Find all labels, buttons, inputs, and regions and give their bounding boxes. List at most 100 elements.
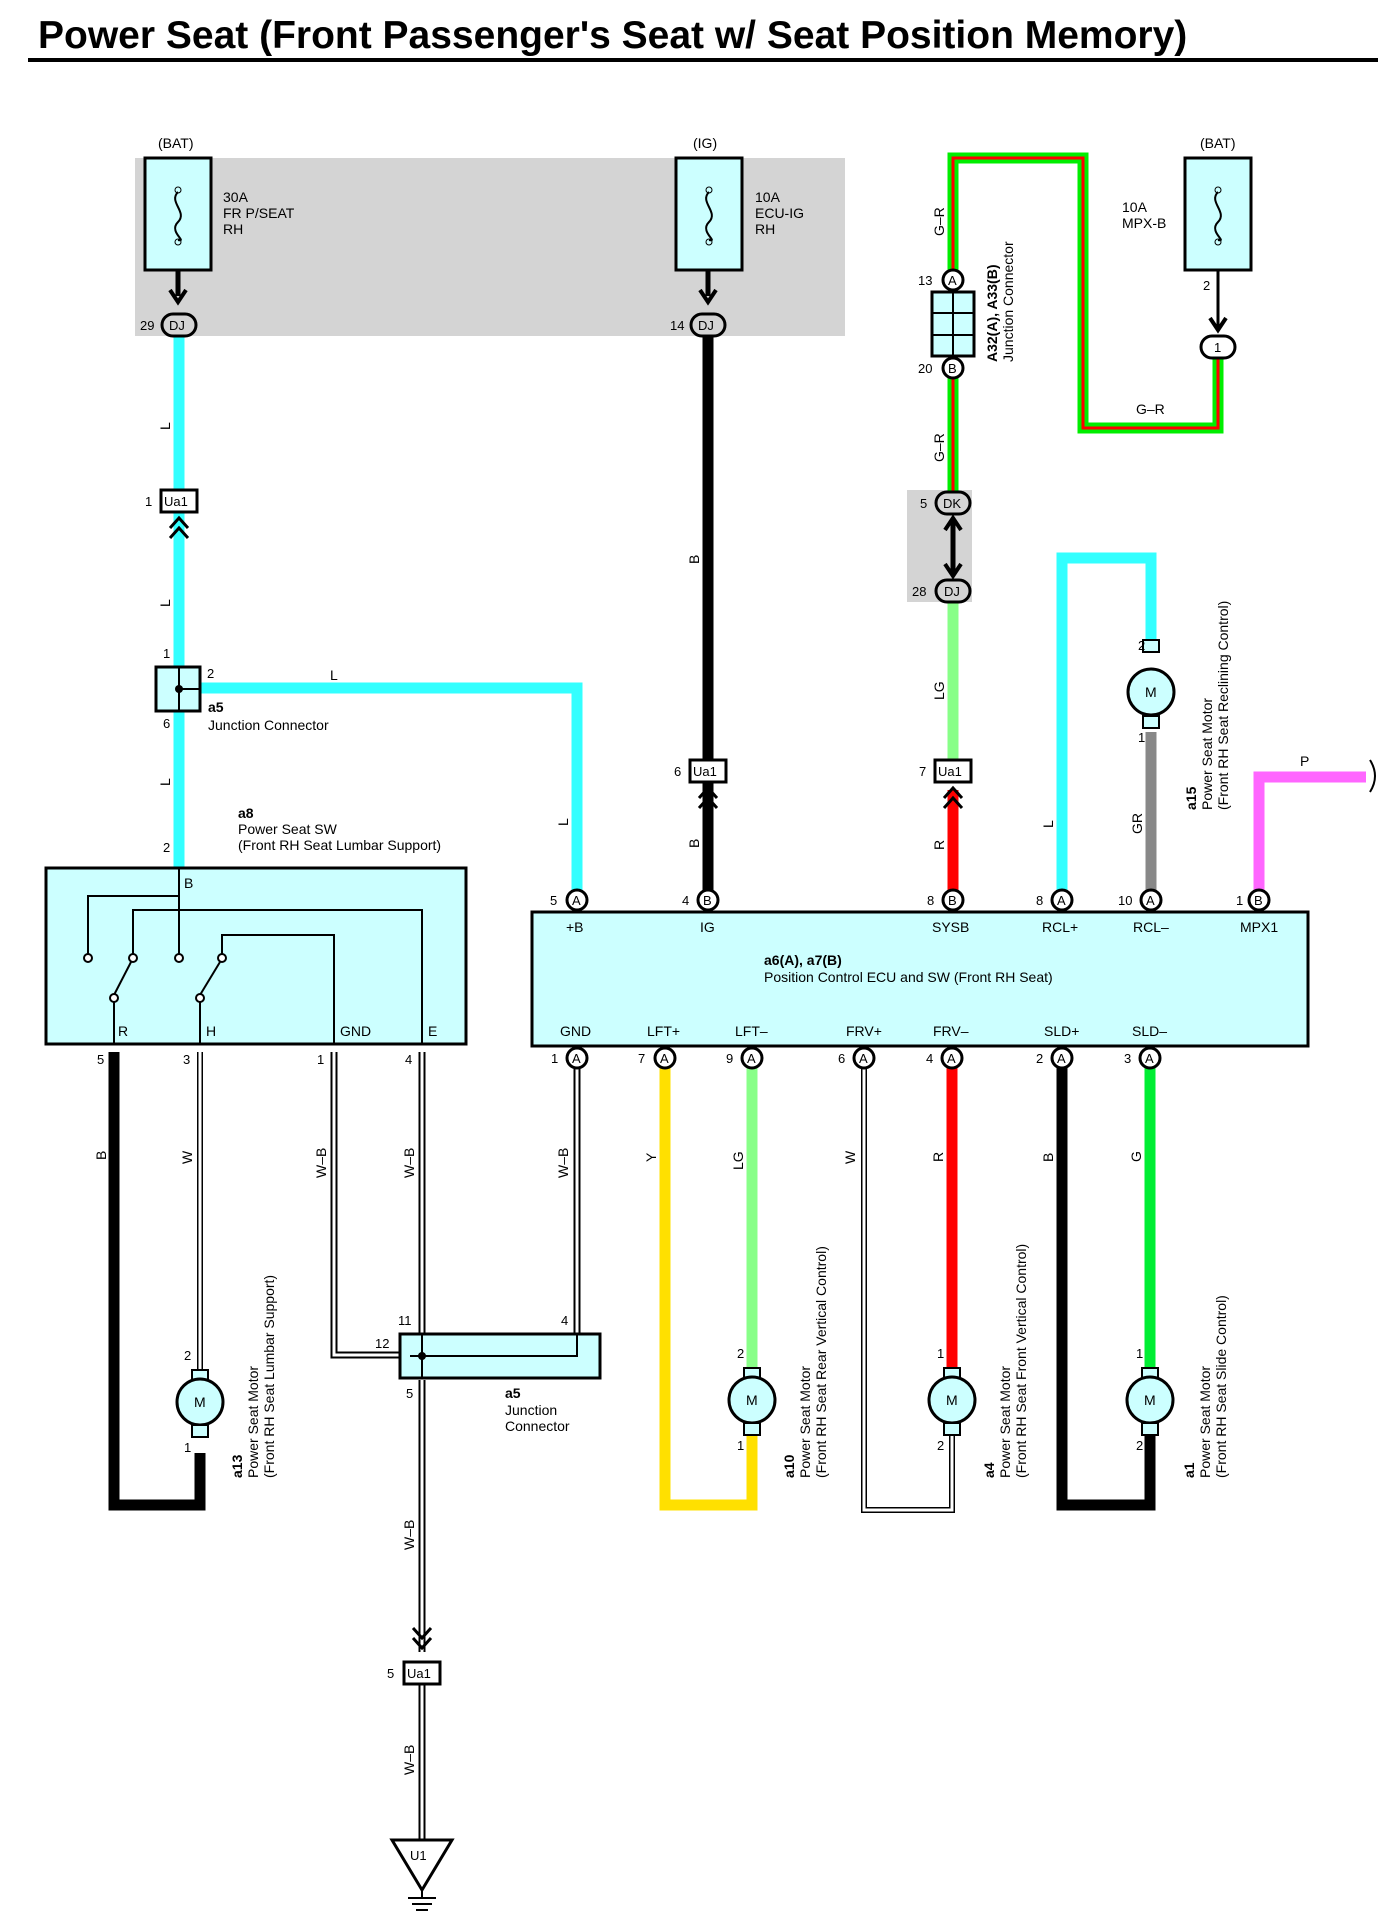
wire-W-B-gnd xyxy=(330,1052,410,1359)
svg-text:4: 4 xyxy=(682,893,689,908)
svg-text:2: 2 xyxy=(1203,278,1210,293)
fuse-ecu-ig: (IG) 10A ECU-IG RH DJ 14 xyxy=(670,135,804,338)
svg-text:M: M xyxy=(1145,684,1157,700)
svg-text:2: 2 xyxy=(937,1438,944,1453)
connector-dk: DK 5 xyxy=(920,490,972,580)
svg-text:W: W xyxy=(842,1150,858,1164)
svg-text:a4: a4 xyxy=(981,1462,997,1478)
svg-text:B: B xyxy=(948,361,957,376)
svg-text:LG: LG xyxy=(931,681,947,700)
svg-text:MPX1: MPX1 xyxy=(1240,919,1278,935)
svg-text:Power Seat Motor: Power Seat Motor xyxy=(997,1366,1013,1478)
svg-text:20: 20 xyxy=(918,361,932,376)
svg-text:W–B: W–B xyxy=(401,1520,417,1550)
svg-text:2: 2 xyxy=(207,666,214,681)
svg-text:GND: GND xyxy=(340,1023,371,1039)
svg-text:13: 13 xyxy=(918,273,932,288)
svg-text:U1: U1 xyxy=(410,1848,427,1863)
svg-text:B: B xyxy=(1040,1153,1056,1162)
svg-text:6: 6 xyxy=(838,1051,845,1066)
svg-text:RCL–: RCL– xyxy=(1133,919,1169,935)
svg-text:2: 2 xyxy=(163,840,170,855)
svg-text:1: 1 xyxy=(1136,1346,1143,1361)
svg-text:1: 1 xyxy=(551,1051,558,1066)
svg-text:B: B xyxy=(184,875,193,891)
motor-a15-reclining: M 2 1 a15 Power Seat Motor (Front RH Sea… xyxy=(1126,601,1231,810)
svg-text:a13: a13 xyxy=(229,1454,245,1478)
svg-text:a15: a15 xyxy=(1183,786,1199,810)
svg-text:1: 1 xyxy=(737,1438,744,1453)
svg-text:3: 3 xyxy=(1124,1051,1131,1066)
svg-text:28: 28 xyxy=(912,584,926,599)
svg-text:W–B: W–B xyxy=(313,1148,329,1178)
position-control-ecu: a6(A), a7(B) Position Control ECU and SW… xyxy=(530,888,1310,1070)
svg-text:R: R xyxy=(118,1023,128,1039)
svg-text:L: L xyxy=(1040,820,1056,828)
wire-W-frv xyxy=(861,1066,955,1513)
svg-text:(BAT): (BAT) xyxy=(158,135,194,151)
svg-text:RCL+: RCL+ xyxy=(1042,919,1078,935)
motor-a13-lumbar: M 2 1 a13 Power Seat Motor (Front RH Sea… xyxy=(175,1275,277,1478)
power-seat-switch-a8: a8 Power Seat SW (Front RH Seat Lumbar S… xyxy=(44,805,468,1067)
svg-text:DK: DK xyxy=(943,496,961,511)
page-title: Power Seat (Front Passenger's Seat w/ Se… xyxy=(38,14,1187,57)
svg-text:1: 1 xyxy=(937,1346,944,1361)
svg-text:Junction Connector: Junction Connector xyxy=(208,717,329,733)
svg-text:3: 3 xyxy=(183,1052,190,1067)
svg-text:FR P/SEAT: FR P/SEAT xyxy=(223,205,295,221)
svg-text:4: 4 xyxy=(926,1051,933,1066)
svg-text:Position Control ECU and SW (F: Position Control ECU and SW (Front RH Se… xyxy=(764,969,1053,985)
svg-text:2: 2 xyxy=(184,1348,191,1363)
wire-L-rcl xyxy=(1056,552,1157,898)
svg-text:Ua1: Ua1 xyxy=(164,494,188,509)
wire-color-labels: L L L L L B B G–R G–R G–R LG R L GR P B … xyxy=(93,207,1309,1775)
svg-text:ECU-IG: ECU-IG xyxy=(755,205,804,221)
svg-text:Power Seat Motor: Power Seat Motor xyxy=(1197,1366,1213,1478)
svg-text:A: A xyxy=(572,1051,581,1066)
svg-text:SLD–: SLD– xyxy=(1132,1023,1167,1039)
svg-text:1: 1 xyxy=(317,1052,324,1067)
svg-text:Ua1: Ua1 xyxy=(407,1666,431,1681)
svg-text:L: L xyxy=(157,778,173,786)
svg-text:29: 29 xyxy=(140,318,154,333)
ecu-bottom-pins: GND LFT+ LFT– FRV+ FRV– SLD+ SLD– A 1 A … xyxy=(551,1023,1167,1070)
svg-text:Power Seat Motor: Power Seat Motor xyxy=(797,1366,813,1478)
svg-text:Ua1: Ua1 xyxy=(693,764,717,779)
svg-text:Connector: Connector xyxy=(505,1418,570,1434)
svg-text:A: A xyxy=(948,273,957,288)
svg-text:a1: a1 xyxy=(1181,1462,1197,1478)
svg-text:10A: 10A xyxy=(755,189,781,205)
svg-text:Ua1: Ua1 xyxy=(938,764,962,779)
ground-u1: U1 xyxy=(389,1838,455,1911)
svg-text:9: 9 xyxy=(726,1051,733,1066)
svg-text:a5: a5 xyxy=(505,1385,521,1401)
svg-text:Power Seat SW: Power Seat SW xyxy=(238,821,338,837)
svg-text:5: 5 xyxy=(920,496,927,511)
svg-text:10A: 10A xyxy=(1122,199,1148,215)
svg-text:1: 1 xyxy=(163,646,170,661)
svg-text:LG: LG xyxy=(730,1151,746,1170)
svg-text:MPX-B: MPX-B xyxy=(1122,215,1166,231)
svg-text:2: 2 xyxy=(1136,1438,1143,1453)
svg-text:4: 4 xyxy=(561,1313,568,1328)
svg-text:6: 6 xyxy=(674,764,681,779)
svg-text:1: 1 xyxy=(184,1440,191,1455)
svg-text:R: R xyxy=(930,1152,946,1162)
wire-G-R xyxy=(947,152,1224,500)
svg-text:1: 1 xyxy=(1236,893,1243,908)
svg-text:DJ: DJ xyxy=(169,318,185,333)
svg-text:A: A xyxy=(660,1051,669,1066)
svg-text:R: R xyxy=(931,840,947,850)
svg-text:8: 8 xyxy=(1036,893,1043,908)
svg-text:(IG): (IG) xyxy=(693,135,717,151)
wire-B-sld xyxy=(1056,1066,1156,1511)
svg-text:RH: RH xyxy=(755,221,775,237)
svg-text:5: 5 xyxy=(406,1386,413,1401)
svg-text:Power Seat Motor: Power Seat Motor xyxy=(1199,698,1215,810)
svg-text:1: 1 xyxy=(1138,730,1145,745)
connector-dj-28: DJ 28 xyxy=(912,578,972,604)
svg-text:14: 14 xyxy=(670,318,684,333)
svg-text:L: L xyxy=(157,599,173,607)
svg-text:W–B: W–B xyxy=(401,1745,417,1775)
svg-text:FRV–: FRV– xyxy=(933,1023,969,1039)
